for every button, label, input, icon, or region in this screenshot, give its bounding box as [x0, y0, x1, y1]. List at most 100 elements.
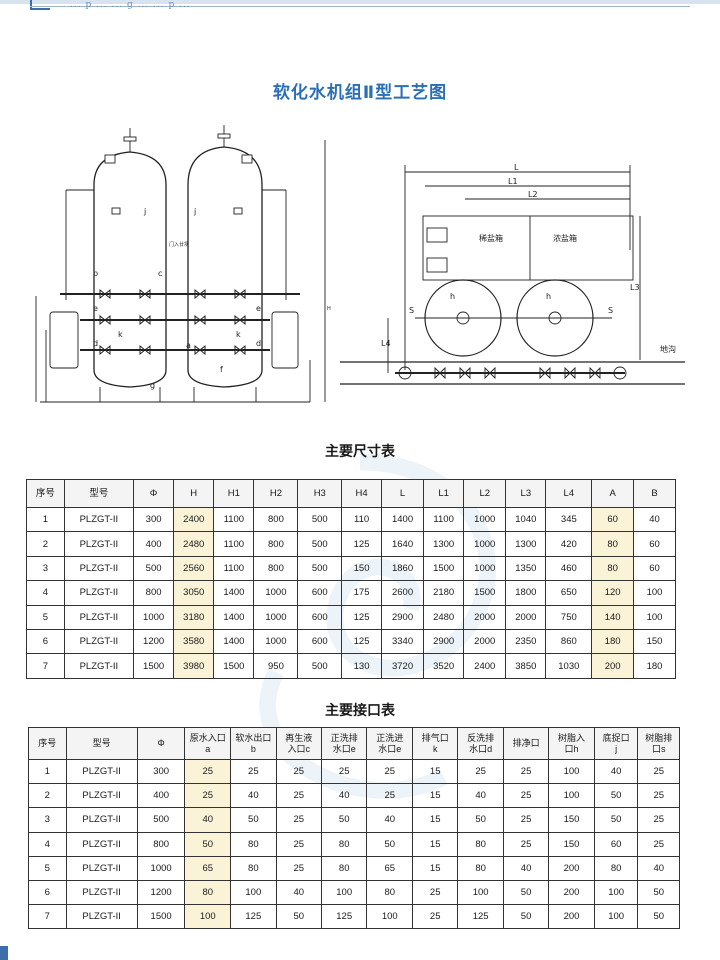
label-c: c: [158, 269, 162, 278]
header-bar: [0, 0, 720, 4]
port-cell: 40: [593, 758, 639, 785]
dim-header-cell: H3: [297, 479, 343, 508]
label-trench: 地沟: [660, 344, 676, 354]
label-d2: d: [256, 339, 261, 348]
port-header-cell: 正洗进水口e: [366, 727, 414, 760]
dim-header-cell: H2: [253, 479, 299, 508]
port-cell: 25: [366, 783, 414, 809]
dim-cell: 3520: [423, 653, 465, 679]
port-cell: 800: [136, 831, 186, 857]
page-header-band: ... p ... ... g ... ... p ...: [0, 0, 720, 12]
dim-cell: 80: [591, 531, 635, 557]
label-e1: e: [93, 304, 98, 313]
port-cell: 100: [457, 879, 504, 906]
dim-cell: 2180: [423, 580, 465, 606]
port-cell: PLZGT-II: [65, 879, 138, 906]
port-cell: 150: [548, 831, 595, 857]
port-cell: 50: [320, 807, 368, 833]
port-header-cell: 树脂入口h: [548, 727, 595, 760]
port-cell: 25: [457, 758, 504, 785]
dim-cell: 2000: [463, 604, 507, 630]
dim-cell: 600: [297, 628, 343, 655]
port-cell: 100: [320, 879, 368, 906]
label-L: L: [514, 163, 519, 172]
port-cell: 100: [230, 879, 277, 906]
port-cell: 6: [28, 879, 67, 906]
port-cell: 40: [366, 807, 414, 833]
port-cell: 50: [593, 807, 639, 833]
dim-cell: 1300: [423, 531, 465, 557]
port-cell: 15: [412, 855, 459, 881]
dim-cell: 60: [633, 555, 676, 582]
port-cell: 1200: [136, 879, 186, 906]
port-table-caption: 主要接口表: [325, 703, 395, 719]
label-L2: L2: [528, 190, 538, 199]
port-header-text: a: [205, 743, 211, 754]
dim-cell: 800: [253, 506, 299, 533]
dim-cell: 2400: [463, 653, 507, 679]
port-cell: 25: [412, 879, 459, 906]
dim-cell: 800: [253, 555, 299, 582]
label-h: H: [327, 306, 331, 312]
port-cell: 25: [637, 758, 680, 785]
port-cell: 100: [548, 758, 595, 785]
port-cell: 50: [366, 831, 414, 857]
dim-cell: 2000: [463, 628, 507, 655]
port-cell: 25: [502, 758, 550, 785]
label-k1: k: [118, 330, 123, 339]
port-cell: 80: [593, 855, 639, 881]
header-corner-mark: [30, 0, 50, 10]
port-cell: 200: [548, 855, 595, 881]
dim-cell: 300: [133, 506, 175, 533]
port-cell: 200: [548, 904, 595, 930]
port-cell: 50: [275, 904, 322, 930]
port-header-text: b: [250, 743, 256, 754]
label-dilute-tank: 稀盐箱: [479, 233, 503, 243]
dim-cell: 1400: [213, 580, 255, 606]
dim-cell: 400: [133, 531, 175, 557]
dim-cell: 60: [591, 506, 635, 533]
port-cell: 50: [637, 904, 680, 930]
port-header-cell: 正洗排水口e: [320, 727, 368, 760]
dim-cell: 1500: [423, 555, 465, 582]
dim-cell: 800: [133, 580, 175, 606]
label-h1: h: [450, 292, 455, 301]
label-j2: j: [193, 207, 196, 216]
port-cell: 300: [136, 758, 186, 785]
dim-cell: 1100: [213, 555, 255, 582]
port-cell: 80: [230, 855, 277, 881]
dim-cell: 650: [545, 580, 593, 606]
port-cell: 15: [412, 807, 459, 833]
dim-cell: 420: [545, 531, 593, 557]
dim-cell: 1400: [213, 604, 255, 630]
dim-cell: 2400: [173, 506, 215, 533]
dim-header-cell: L2: [463, 479, 507, 508]
port-cell: 4: [28, 831, 67, 857]
label-inlet: 门入廿坝: [169, 241, 189, 248]
dim-cell: 200: [591, 653, 635, 679]
port-cell: 25: [275, 855, 322, 881]
dim-cell: 1000: [253, 628, 299, 655]
process-drawing: b c e e k k d d a f g j j H 门入廿坝: [35, 125, 685, 403]
dim-table-caption: 主要尺寸表: [325, 444, 395, 460]
dim-cell: 1000: [253, 580, 299, 606]
port-cell: 25: [230, 758, 277, 785]
port-header-text: 正洗排: [330, 732, 358, 743]
port-header-cell: Φ: [136, 727, 186, 760]
dim-header-cell: L1: [423, 479, 465, 508]
port-cell: 100: [184, 904, 232, 930]
port-cell: 50: [457, 807, 504, 833]
port-cell: 25: [502, 783, 550, 809]
plan-view: [340, 165, 685, 385]
label-f: f: [220, 365, 223, 374]
port-header-cell: 树脂排口s: [637, 727, 680, 760]
port-cell: 80: [366, 879, 414, 906]
dim-header-cell: B: [633, 479, 676, 508]
port-cell: 40: [502, 855, 550, 881]
dim-cell: 1100: [213, 531, 255, 557]
